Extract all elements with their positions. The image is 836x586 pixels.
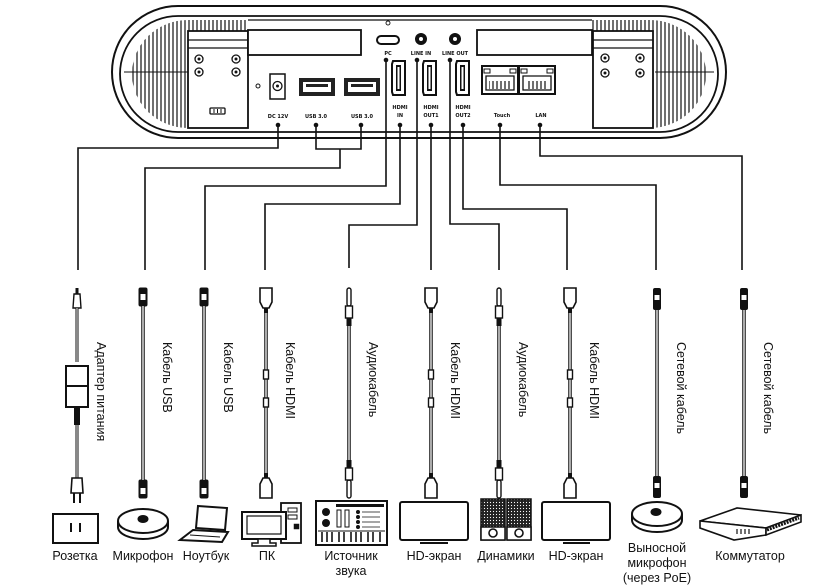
hdmi-out1-port: [422, 60, 437, 96]
wire-usb-1: [144, 149, 341, 270]
dc-12v-port: [255, 73, 286, 100]
endpoint-label-remote-mic: Выносной микрофон (через PoE): [622, 541, 692, 585]
microphone-puck-icon: [117, 508, 169, 540]
cable-label: Сетевой кабель: [674, 342, 688, 434]
endpoint-label-hd-display-1: HD-экран: [406, 549, 462, 563]
cable-ethernet: Сетевой кабель: [653, 288, 688, 498]
cable-power-adapter: Адаптер питания: [65, 288, 108, 503]
port-label-pc: PC: [384, 51, 392, 57]
cable-usb: Кабель USB: [138, 287, 174, 499]
line-out-jack: [449, 33, 461, 45]
port-label-hdmi-out2-2: OUT2: [455, 113, 471, 119]
power-brick: [65, 365, 89, 408]
endpoint-label-switch: Коммутатор: [715, 549, 785, 563]
cable-audio: Аудиокабель: [494, 287, 530, 499]
endpoint-label-microphone: Микрофон: [112, 549, 174, 563]
rj45-lan-port: [518, 65, 556, 95]
port-label-usb1: USB 3.0: [305, 114, 328, 120]
port-label-hdmi-out1-2: OUT1: [423, 113, 439, 119]
cable-label: Кабель HDMI: [448, 342, 462, 419]
port-label-hdmi-in-1: HDMI: [392, 105, 407, 111]
endpoint-label-speakers: Динамики: [477, 549, 535, 563]
wire-junctions: [275, 57, 543, 128]
laptop-icon: [177, 504, 230, 544]
speakers-icon: [480, 498, 532, 541]
endpoint-label-hd-display-2: HD-экран: [548, 549, 604, 563]
cable-label: Кабель HDMI: [283, 342, 297, 419]
endpoint-icons: [52, 498, 802, 547]
microphone-puck-icon: [631, 501, 683, 533]
endpoint-label-outlet: Розетка: [52, 549, 98, 563]
cable-label: Сетевой кабель: [761, 342, 775, 434]
port-label-hdmi-in-2: IN: [397, 113, 403, 119]
line-in-jack: [415, 33, 427, 45]
wiring: [77, 60, 743, 270]
endpoint-label-audio-source: Источник звука: [324, 549, 378, 578]
cable-label: Аудиокабель: [366, 342, 380, 417]
left-slot: [247, 29, 362, 56]
port-label-touch: Touch: [494, 113, 511, 119]
cable-ethernet: Сетевой кабель: [740, 288, 775, 498]
port-label-lan: LAN: [535, 113, 546, 119]
wire-pc: [204, 60, 387, 270]
wire-line-in: [348, 60, 418, 268]
cable-label: Адаптер питания: [94, 342, 108, 441]
endpoint-label-pc: ПК: [258, 549, 276, 563]
wire-usb-merge: [315, 125, 362, 150]
left-mount-bracket: [187, 30, 249, 129]
cable-hdmi: Кабель HDMI: [259, 287, 297, 499]
port-label-line-in: LINE IN: [411, 51, 431, 57]
right-mount-bracket: [592, 30, 654, 129]
endpoint-label-laptop: Ноутбук: [182, 549, 230, 563]
cable-label: Кабель HDMI: [587, 342, 601, 419]
port-label-hdmi-out2-1: HDMI: [455, 105, 470, 111]
port-label-dc: DC 12V: [268, 114, 289, 120]
hdmi-in-port: [391, 60, 406, 96]
wire-hdmi-out2: [462, 125, 568, 270]
rj45-touch-port: [481, 65, 519, 95]
wire-lan: [539, 125, 743, 270]
display-icon: [399, 501, 469, 544]
port-label-usb2: USB 3.0: [351, 114, 374, 120]
display-icon: [541, 501, 611, 544]
usb-port-1: [299, 78, 335, 96]
power-outlet-icon: [52, 513, 99, 544]
cable-hdmi: Кабель HDMI: [424, 287, 462, 499]
wire-usb-2-route: [264, 125, 401, 270]
audio-mixer-icon: [315, 500, 388, 546]
device-rear-panel: DC 12V USB 3.0 USB 3.0 PC LINE IN LINE O…: [111, 5, 727, 139]
port-label-hdmi-out1-1: HDMI: [423, 105, 438, 111]
cables: Адаптер питания Кабель USB Кабель USB Кабел…: [65, 287, 775, 503]
cable-label: Кабель USB: [160, 342, 174, 413]
port-label-line-out: LINE OUT: [442, 51, 469, 57]
cable-hdmi: Кабель HDMI: [563, 287, 601, 499]
cable-label: Кабель USB: [221, 342, 235, 413]
wire-touch: [499, 125, 657, 270]
cable-audio: Аудиокабель: [344, 287, 380, 499]
wire-line-out: [449, 60, 500, 270]
hdmi-out2-port: [455, 60, 470, 96]
usb-port-2: [344, 78, 380, 96]
right-slot: [476, 29, 593, 56]
cable-label: Аудиокабель: [516, 342, 530, 417]
desktop-pc-icon: [241, 502, 302, 547]
wire-dc: [77, 125, 279, 270]
cable-usb: Кабель USB: [199, 287, 235, 499]
network-switch-icon: [699, 507, 802, 541]
usb-c-pc-port: [376, 20, 400, 45]
